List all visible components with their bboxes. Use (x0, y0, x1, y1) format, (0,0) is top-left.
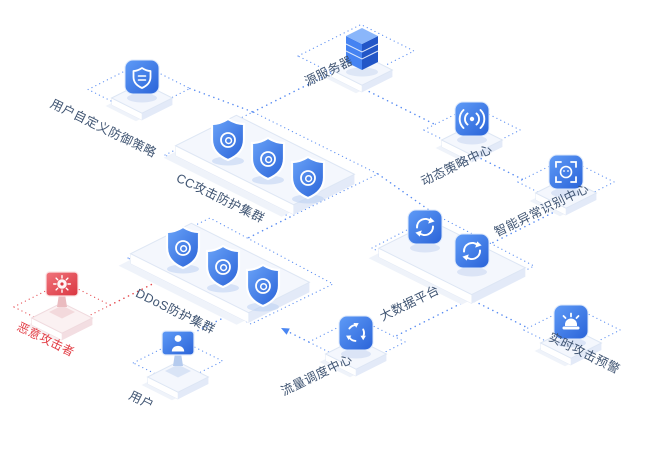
link-cc-cluster-bigdata (377, 173, 437, 216)
link-cc-cluster-origin-server (252, 72, 333, 113)
shield-icon (210, 117, 246, 167)
recycle-icon (338, 315, 374, 359)
sync-icon (454, 233, 490, 278)
boundary-anomaly-detect-center (516, 157, 616, 207)
boundary-traffic-dispatch-center (307, 317, 407, 367)
shield-icon (250, 136, 286, 186)
sync-icon (407, 209, 443, 254)
link-dynamic-policy-anomaly-center (471, 153, 524, 181)
attacker-monitor-icon (45, 271, 79, 319)
shield-file-icon (124, 59, 160, 103)
boundary-dynamic-policy-center (422, 105, 522, 155)
signal-icon (454, 101, 490, 145)
link-custom-policy-cc-cluster (189, 87, 254, 113)
user-monitor-icon (161, 330, 195, 378)
shield-icon (245, 263, 281, 313)
link-bigdata-realtime-alert (469, 298, 529, 329)
shield-icon (205, 244, 241, 294)
boundary-realtime-attack-alert (522, 305, 622, 355)
shield-icon (290, 155, 326, 205)
alarm-icon (553, 304, 589, 348)
server-icon (345, 28, 379, 77)
shield-icon (165, 225, 201, 275)
flow-arrow (281, 328, 290, 335)
face-scan-icon (548, 154, 584, 198)
boundary-custom-defense-policy (86, 62, 192, 116)
link-traffic-center-ddos-cluster (287, 330, 310, 343)
